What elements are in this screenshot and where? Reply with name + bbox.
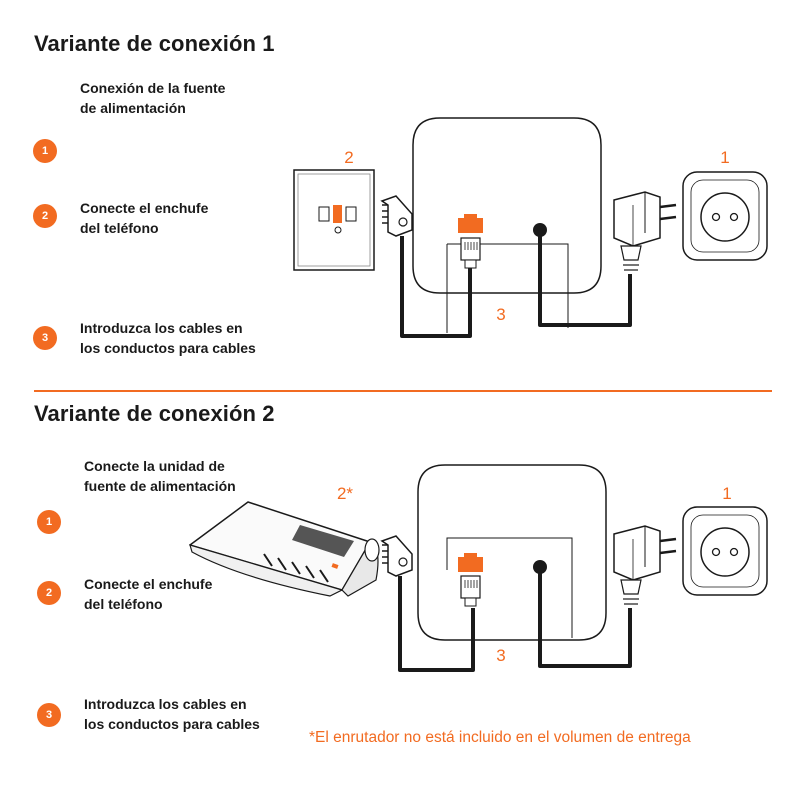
- label-power-outlet: 1: [720, 148, 729, 167]
- variant-2-step-2-badge: 2: [37, 581, 61, 605]
- power-jack-icon: [533, 560, 547, 574]
- variant-1-step-1-badge: 1: [33, 139, 57, 163]
- base-station-icon: [417, 464, 607, 641]
- variant-1-connection-diagram: 2 1 3: [293, 117, 768, 338]
- section-divider: [34, 390, 772, 392]
- variant-1-step-1-text: Conexión de la fuente de alimentación: [80, 80, 226, 116]
- label-power-outlet: 1: [722, 484, 731, 503]
- base-station-icon: [412, 117, 602, 333]
- variant-1-step-3-badge: 3: [33, 326, 57, 350]
- power-outlet-icon: [682, 506, 768, 596]
- power-adapter-icon: [613, 191, 677, 271]
- phone-cable: [398, 576, 475, 672]
- variant-2-step-1-text: Conecte la unidad de fuente de alimentac…: [84, 458, 236, 494]
- power-cable: [538, 567, 632, 668]
- label-cable-channel: 3: [496, 305, 505, 324]
- power-jack-icon: [533, 223, 547, 237]
- label-cable-channel: 3: [496, 646, 505, 665]
- rj-plug-icon: [458, 214, 483, 269]
- power-outlet-icon: [682, 171, 768, 261]
- variant-2-step-1-badge: 1: [37, 510, 61, 534]
- wall-phone-jack-icon: [293, 169, 375, 271]
- variant-1-step-2-text: Conecte el enchufe del teléfono: [80, 200, 209, 236]
- variant-1-step-2-badge: 2: [33, 204, 57, 228]
- variant-1-step-3-text: Introduzca los cables en los conductos p…: [80, 320, 256, 356]
- power-cable: [538, 230, 632, 327]
- tae-plug-icon: [380, 535, 413, 577]
- variant-2-step-3-text: Introduzca los cables en los conductos p…: [84, 696, 260, 732]
- power-adapter-icon: [613, 525, 677, 605]
- tae-plug-icon: [380, 195, 413, 237]
- router-icon: [189, 501, 380, 597]
- variant-2-step-3-badge: 3: [37, 703, 61, 727]
- variant-2-title: Variante de conexión 2: [34, 401, 275, 426]
- label-wall-jack: 2: [344, 148, 353, 167]
- rj-plug-icon: [458, 553, 483, 607]
- variant-1-title: Variante de conexión 1: [34, 31, 275, 56]
- variant-2-connection-diagram: 2* 1 3: [189, 464, 768, 672]
- label-router: 2*: [337, 484, 353, 503]
- variant-2-step-2-text: Conecte el enchufe del teléfono: [84, 576, 213, 612]
- phone-cable: [400, 236, 472, 338]
- router-not-included-footnote: *El enrutador no está incluido en el vol…: [309, 729, 691, 746]
